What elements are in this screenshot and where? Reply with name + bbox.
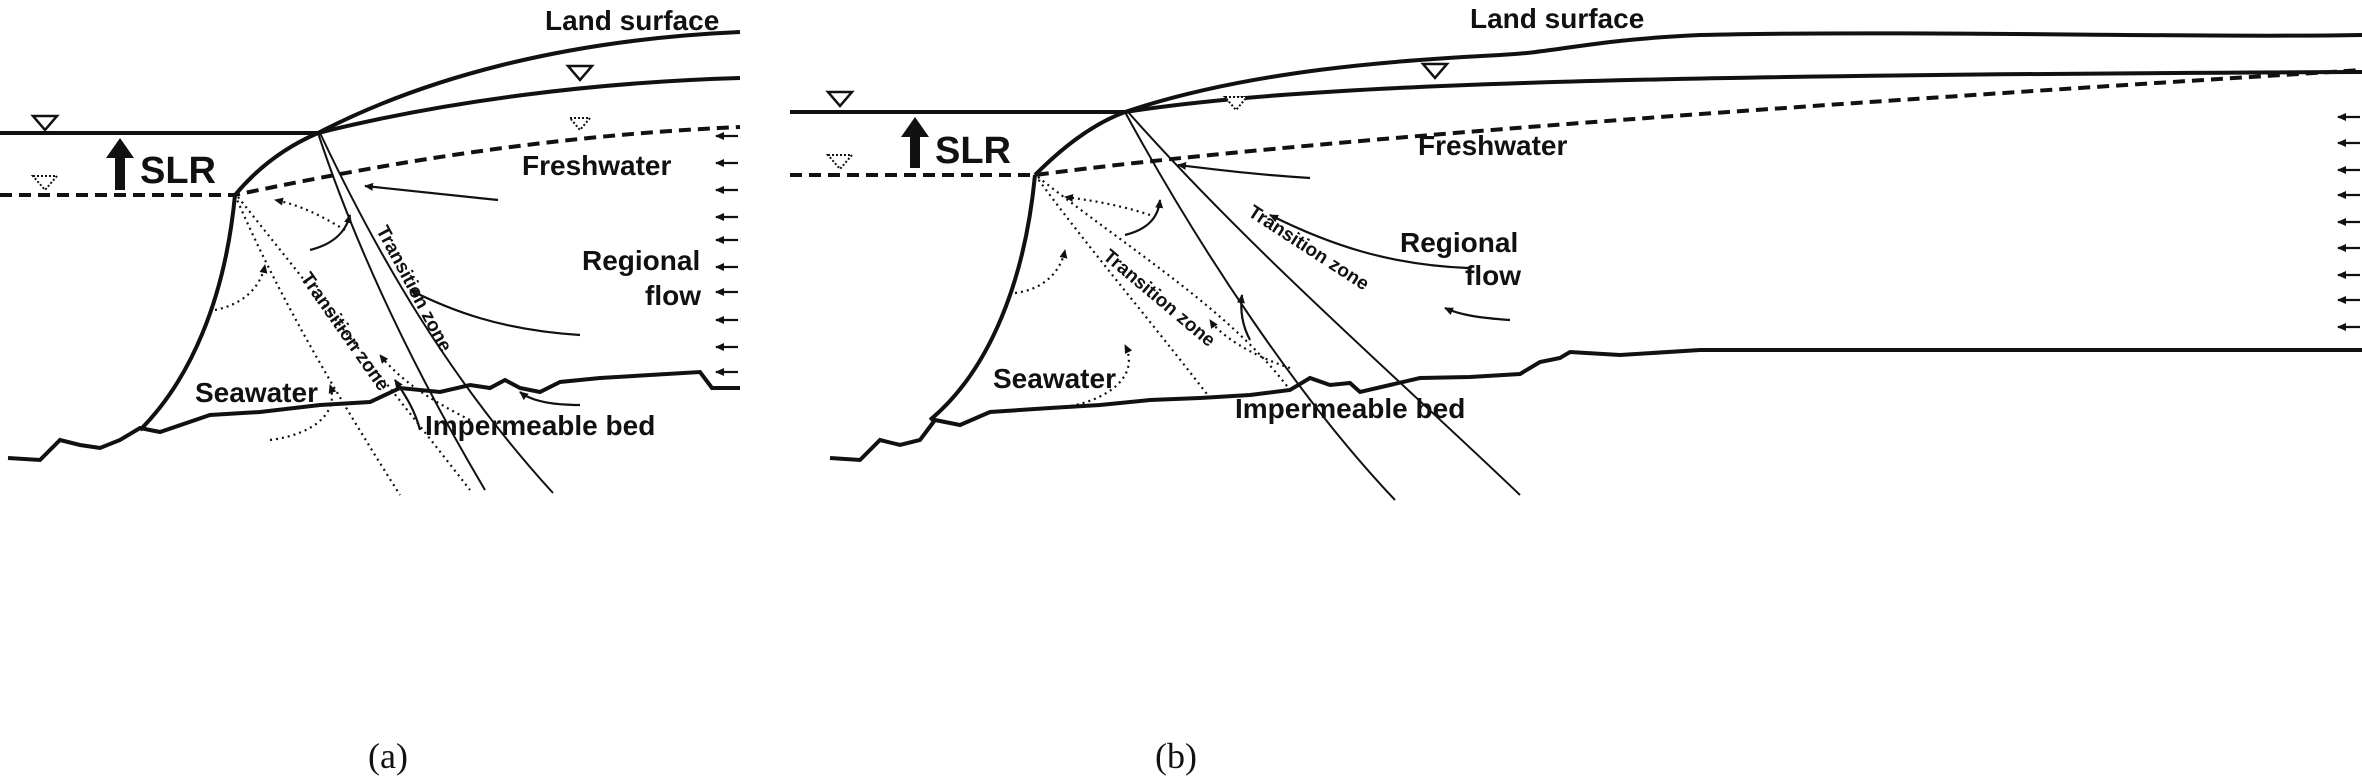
slr-arrow-icon [901, 117, 929, 168]
land-surface-label: Land surface [545, 5, 719, 36]
flow-arrow [1269, 214, 1469, 270]
land-surface-line [1124, 31, 2362, 114]
caption-b: (b) [1155, 736, 1197, 776]
water-level-marker-icon [825, 90, 855, 108]
old-water-level-marker-icon [1222, 96, 1250, 112]
flow-arrow [519, 391, 581, 407]
land-surface-line [317, 30, 741, 135]
water-table-line [317, 76, 741, 135]
water-level-marker-icon [1420, 62, 1450, 80]
transition-zone-label: Transition zone [372, 222, 456, 355]
water-level-marker-icon [565, 64, 595, 82]
transition-line-1 [317, 132, 486, 491]
water-table-line [1124, 70, 2362, 114]
transition-dotted-2 [237, 196, 471, 491]
seawater-label: Seawater [993, 363, 1116, 394]
seawater-flow-arrow [1209, 319, 1291, 370]
seawater-flow-arrow [274, 197, 346, 231]
regional-flow-label-1: Regional [1400, 227, 1518, 258]
flow-arrow [409, 289, 581, 337]
transition-line-1 [1124, 111, 1396, 501]
freshwater-interface-dashed [0, 125, 741, 197]
impermeable-bed-label: Impermeable bed [1235, 393, 1465, 424]
flow-arrow [1124, 199, 1164, 237]
panel-b: SLR Land surface Freshwater Regional flo… [790, 3, 2362, 776]
regional-flow-arrows [715, 132, 738, 376]
seawater-flow-arrow [1064, 344, 1133, 409]
seawater-flow-arrow [379, 354, 471, 421]
transition-dotted-1 [1034, 174, 1211, 399]
old-water-level-marker-icon [825, 154, 855, 171]
panel-a: SLR Land surface Freshwater Regional flo… [0, 5, 741, 776]
flow-arrow [1177, 161, 1311, 180]
seawater-flow-arrow [269, 384, 337, 442]
land-surface-label: Land surface [1470, 3, 1644, 34]
old-water-level-marker-icon [30, 175, 60, 192]
flow-arrow [394, 379, 422, 431]
transition-zone-label: Transition zone [1099, 246, 1219, 352]
transition-line-2 [319, 132, 554, 494]
transition-line-2 [1127, 111, 1521, 496]
flow-arrow [1444, 307, 1511, 322]
impermeable-bed [829, 348, 2362, 463]
coast-slope [1033, 110, 1126, 177]
water-level-marker-icon [30, 114, 60, 132]
regional-flow-arrows [2337, 113, 2360, 331]
flow-arrow [309, 214, 352, 252]
caption-a: (a) [368, 736, 408, 776]
slr-label: SLR [140, 150, 216, 192]
flow-arrow [1236, 294, 1251, 341]
freshwater-label: Freshwater [522, 150, 671, 181]
seawater-flow-arrow [1014, 249, 1068, 295]
slr-arrow-icon [106, 138, 134, 190]
seawater-flow-arrow [1064, 193, 1151, 217]
slr-label: SLR [935, 130, 1011, 172]
freshwater-label: Freshwater [1418, 130, 1567, 161]
flow-arrow [364, 182, 499, 202]
old-water-level-marker-icon [567, 117, 593, 132]
freshwater-interface-dashed [790, 68, 2362, 177]
seawater-flow-arrow [214, 264, 268, 312]
impermeable-bed-label: Impermeable bed [425, 410, 655, 441]
seawater-label: Seawater [195, 377, 318, 408]
regional-flow-label-2: flow [645, 280, 701, 311]
regional-flow-label-2: flow [1465, 260, 1521, 291]
coast-slope [233, 131, 319, 197]
regional-flow-label-1: Regional [582, 245, 700, 276]
cliff [138, 194, 237, 432]
cliff [928, 174, 1037, 422]
